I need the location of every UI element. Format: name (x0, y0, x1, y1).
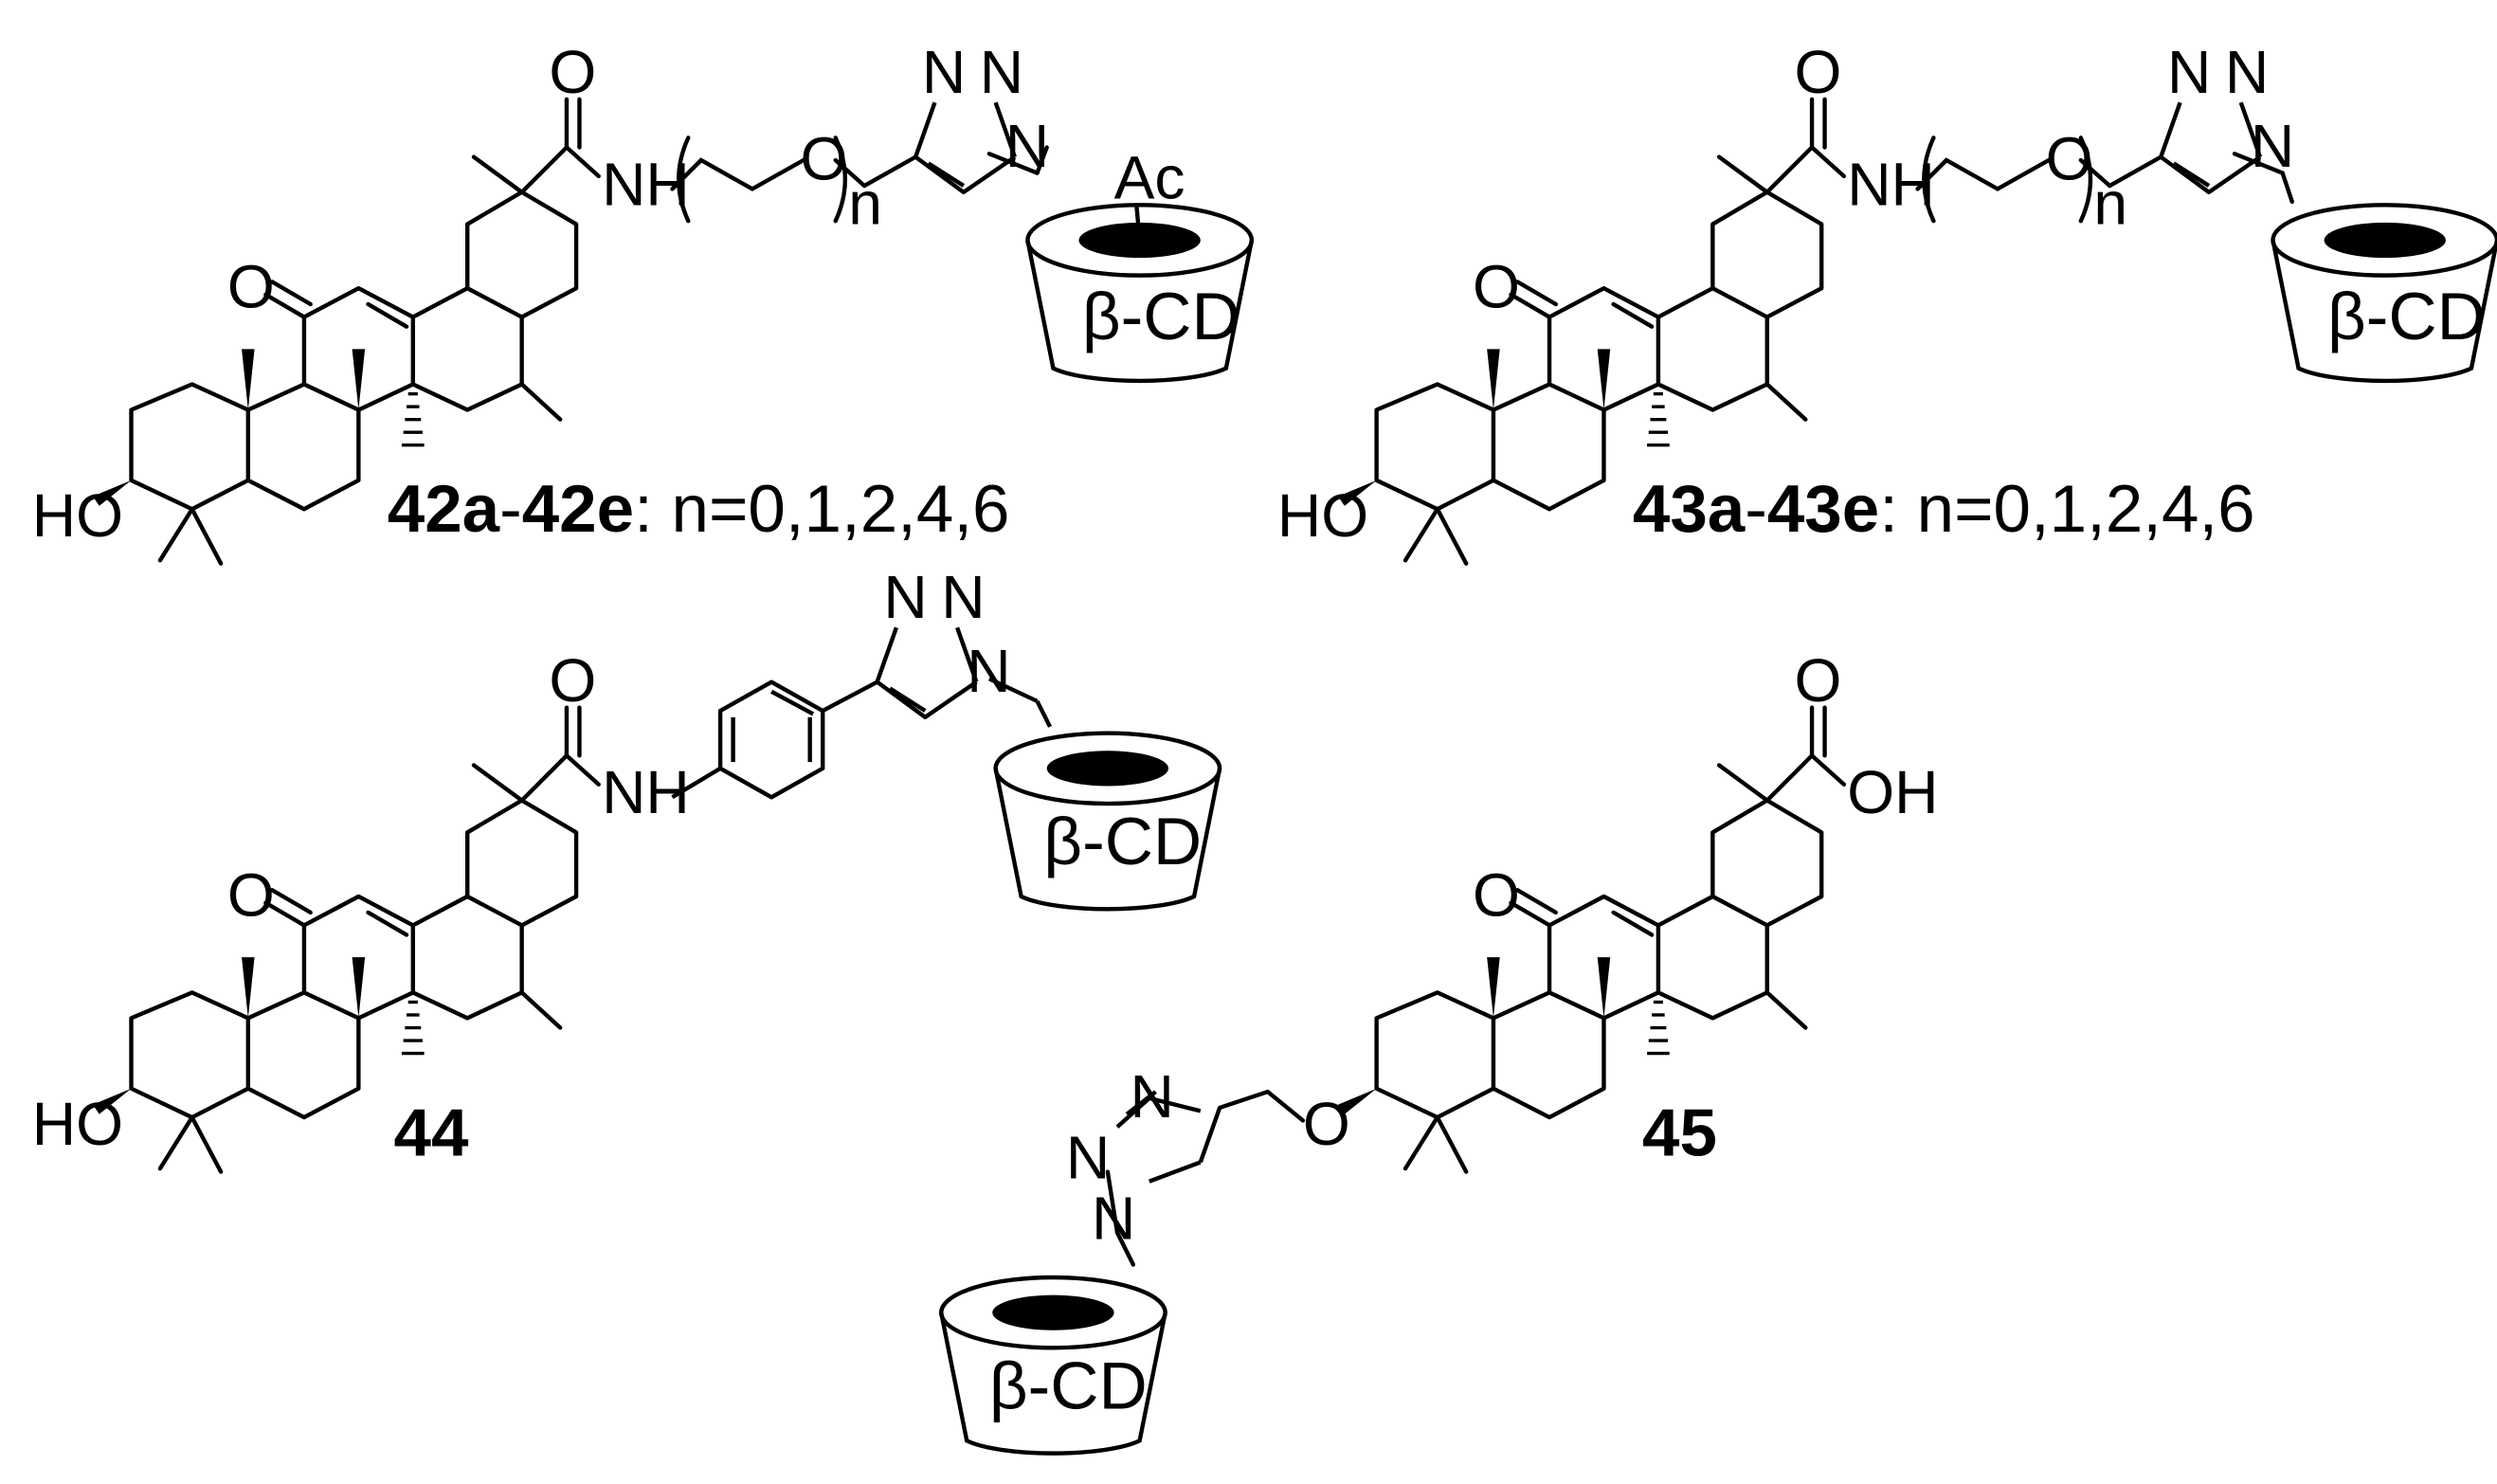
compound-label: 42a-42e: n=0,1,2,4,6 (388, 472, 1010, 547)
beta-cd-label: β-CD (989, 1349, 1148, 1424)
triazole-nitrogen: N (1131, 1062, 1174, 1131)
repeat-unit-n: n (848, 170, 882, 238)
beta-cd-label: β-CD (1043, 805, 1202, 879)
ketone-oxygen: O (1473, 860, 1520, 929)
acid-hydroxyl: OH (1847, 758, 1938, 826)
acid-carbonyl-oxygen: O (1794, 646, 1841, 715)
ether-oxygen: O (1303, 1090, 1350, 1158)
compound-43: O n β-CD 43a-43e: n=0,1,2,4,6 (1277, 38, 2497, 564)
compound-label: 45 (1642, 1096, 1717, 1171)
compound-44: β-CD 44 (32, 563, 1220, 1171)
ether-oxygen: O (801, 124, 848, 192)
compound-label: 43a-43e: n=0,1,2,4,6 (1633, 472, 2255, 547)
beta-cd-label: β-CD (2327, 280, 2486, 354)
compound-42: O n Ac β-CD 42a-42e: n=0,1,2,4,6 (32, 38, 1252, 564)
beta-cd-label: β-CD (1082, 280, 1240, 354)
triazole-nitrogen: N (1066, 1123, 1110, 1191)
ether-oxygen: O (2046, 124, 2093, 192)
repeat-unit-n: n (2093, 170, 2127, 238)
acetyl-substituent: Ac (1114, 144, 1185, 212)
compound-45: O O OH O N N (941, 646, 1938, 1454)
triazole-nitrogen: N (1092, 1184, 1135, 1252)
compound-label: 44 (394, 1096, 469, 1171)
